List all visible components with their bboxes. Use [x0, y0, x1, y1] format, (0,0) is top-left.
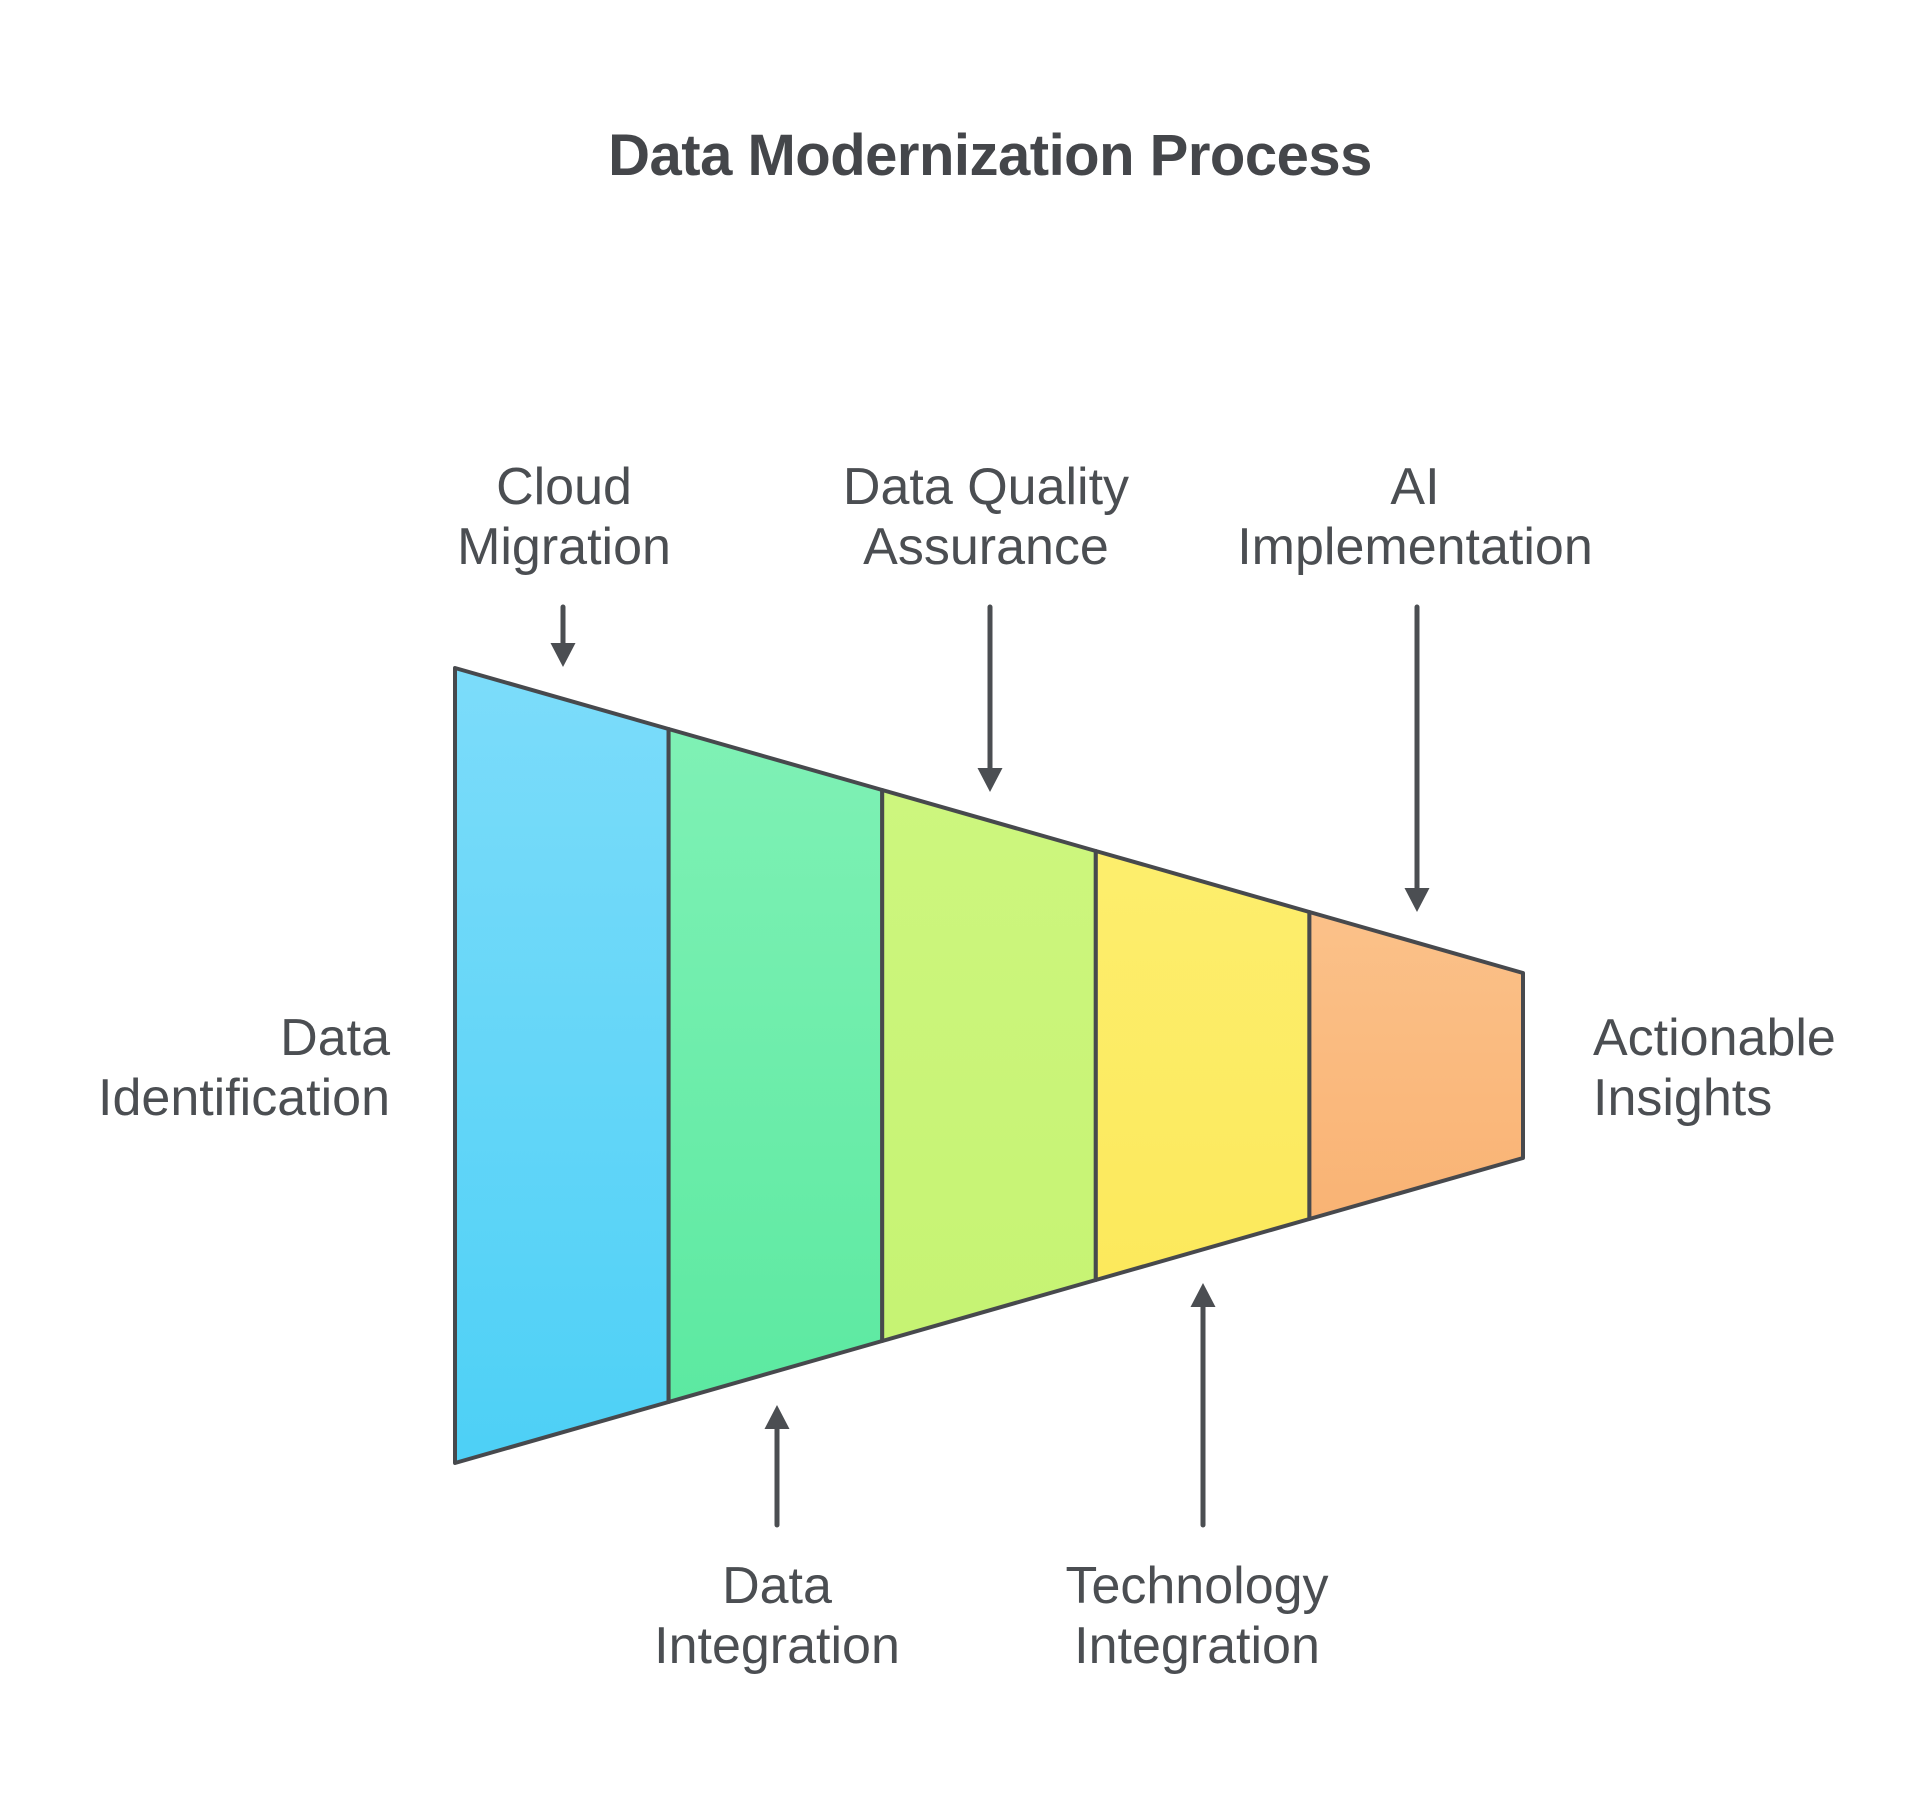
label-ai-implementation: AI Implementation: [1237, 457, 1593, 577]
funnel-segment-data-integration: [666, 727, 885, 1404]
label-line: Data: [280, 1009, 390, 1067]
label-data-integration: Data Integration: [654, 1556, 900, 1676]
funnel-segment-ai-implementation: [1307, 910, 1525, 1221]
label-data-quality-assurance: Data Quality Assurance: [843, 457, 1129, 577]
label-data-identification: Data Identification: [98, 1008, 390, 1128]
page-title: Data Modernization Process: [608, 123, 1372, 188]
label-line: Insights: [1593, 1069, 1773, 1127]
label-line: Technology: [1065, 1557, 1329, 1615]
arrow-down-cloud-migration: [550, 604, 576, 667]
label-line: Assurance: [863, 518, 1109, 576]
label-line: Implementation: [1237, 518, 1593, 576]
label-line: AI: [1390, 458, 1440, 516]
label-line: Cloud: [496, 458, 632, 516]
arrow-down-data-quality-assurance: [977, 604, 1003, 792]
arrow-up-data-integration: [764, 1405, 790, 1528]
label-actionable-insights: Actionable Insights: [1593, 1008, 1836, 1128]
arrow-up-technology-integration: [1190, 1283, 1216, 1528]
label-line: Integration: [1074, 1617, 1320, 1675]
label-line: Data Quality: [842, 458, 1130, 516]
label-line: Migration: [457, 518, 671, 576]
arrow-down-ai-implementation: [1404, 604, 1430, 912]
label-line: Identification: [98, 1069, 390, 1127]
label-cloud-migration: Cloud Migration: [457, 457, 671, 577]
funnel-segment-data-quality-assurance: [880, 788, 1098, 1343]
label-line: Actionable: [1593, 1009, 1836, 1067]
label-technology-integration: Technology Integration: [1065, 1556, 1328, 1676]
funnel-segment-cloud-migration: [453, 666, 671, 1465]
label-line: Data: [722, 1557, 832, 1615]
funnel-segment-technology-integration: [1093, 849, 1312, 1282]
label-line: Integration: [654, 1617, 900, 1675]
